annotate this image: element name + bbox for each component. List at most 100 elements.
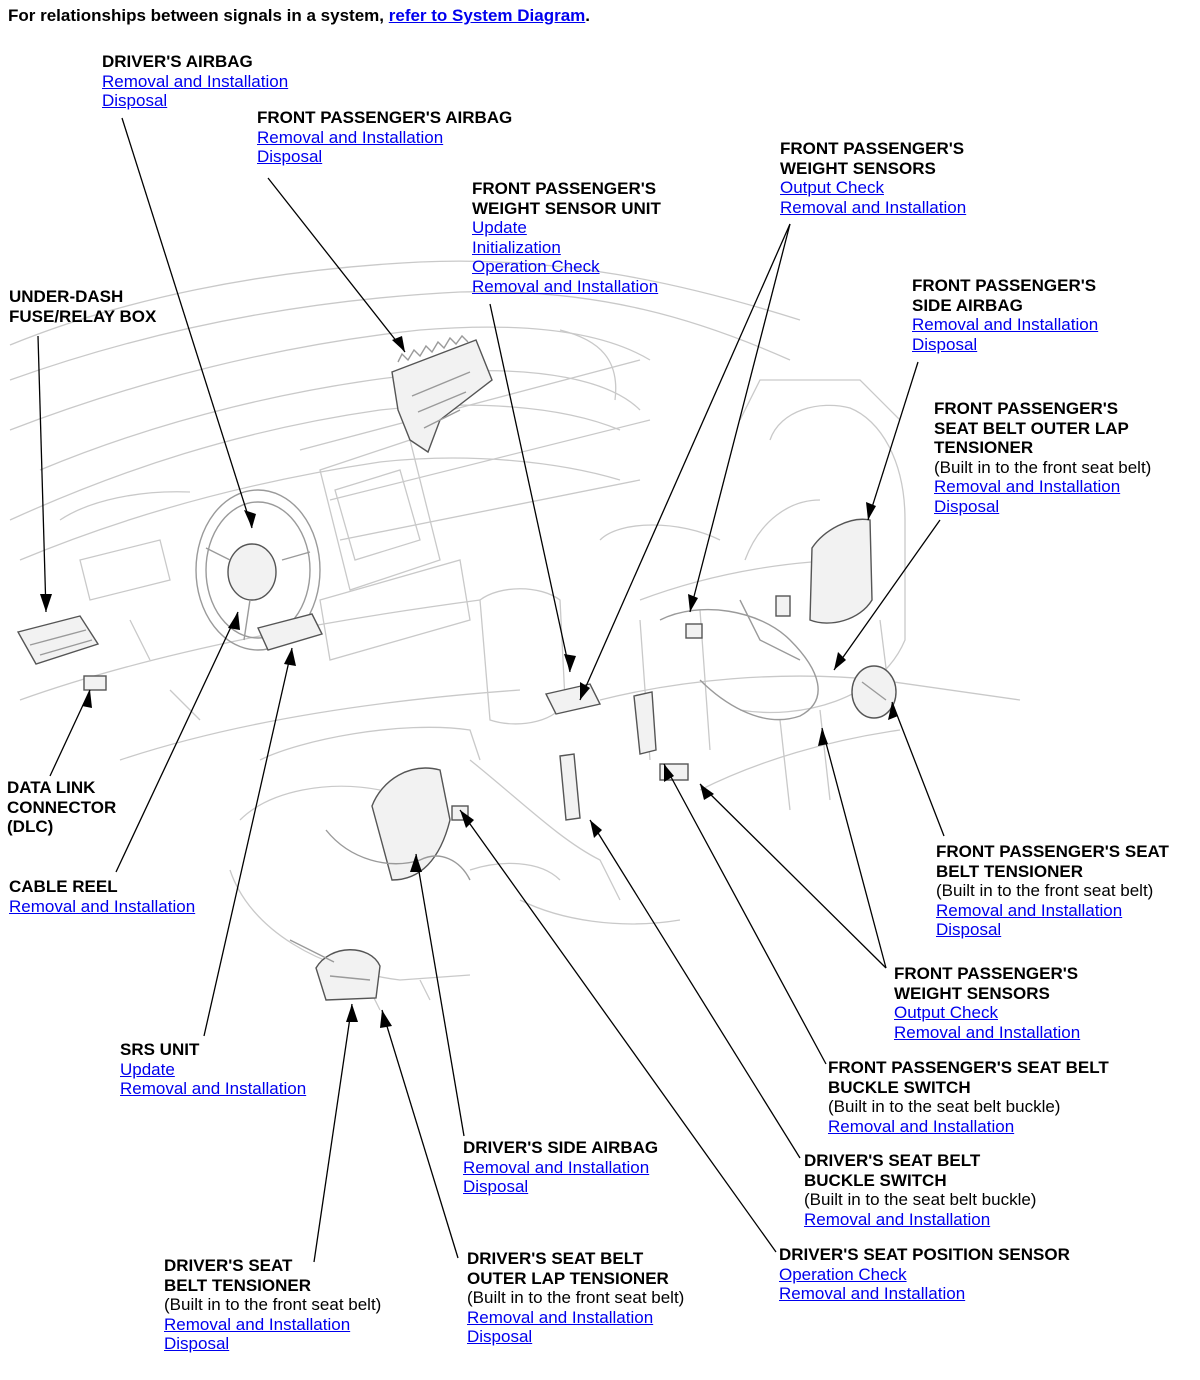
passenger-side-airbag-drawing <box>809 518 873 624</box>
passenger-outer-lap-title-line2: SEAT BELT OUTER LAP <box>934 418 1129 438</box>
srs-unit-update-link[interactable]: Update <box>120 1059 175 1079</box>
drivers-belt-tensioner-disposal-link[interactable]: Disposal <box>164 1334 230 1353</box>
weight-sensors-top-title-line1: FRONT PASSENGER'S <box>780 139 965 158</box>
srs-unit-drawing <box>257 613 323 651</box>
weight-sensor-unit-initialization-link[interactable]: Initialization <box>472 237 561 257</box>
weight-sensor-unit-title-line2: WEIGHT SENSOR UNIT <box>472 198 661 218</box>
drivers-buckle-switch-title-line1: DRIVER'S SEAT BELT <box>804 1151 981 1170</box>
callout-drivers-buckle-switch: DRIVER'S SEAT BELT BUCKLE SWITCH (Built … <box>804 1151 1036 1229</box>
weight-sensors-bottom-output-check-link[interactable]: Output Check <box>894 1003 998 1022</box>
callout-drivers-outer-lap-tensioner: DRIVER'S SEAT BELT OUTER LAP TENSIONER (… <box>467 1249 684 1347</box>
drivers-belt-tensioner-removal-link[interactable]: Removal and Installation <box>164 1314 351 1334</box>
weight-sensor-unit-drawing <box>544 683 602 715</box>
drivers-outer-lap-disposal-link[interactable]: Disposal <box>467 1327 533 1346</box>
passenger-belt-tensioner-disposal-link[interactable]: Disposal <box>936 920 1002 939</box>
passenger-outer-lap-note: (Built in to the front seat belt) <box>934 457 1152 477</box>
drivers-seat-position-operation-check-link[interactable]: Operation Check <box>779 1264 907 1284</box>
drivers-outer-lap-note: (Built in to the front seat belt) <box>467 1288 685 1307</box>
weight-sensor-unit-update-link[interactable]: Update <box>472 218 527 237</box>
callout-passenger-buckle-switch: FRONT PASSENGER'S SEAT BELT BUCKLE SWITC… <box>828 1058 1109 1136</box>
callout-dlc: DATA LINK CONNECTOR (DLC) <box>7 778 116 837</box>
srs-unit-title: SRS UNIT <box>120 1040 200 1059</box>
dlc-title-line1: DATA LINK <box>7 778 96 797</box>
cable-reel-removal-link[interactable]: Removal and Installation <box>9 896 196 916</box>
weight-sensors-top-output-check-link[interactable]: Output Check <box>780 178 884 197</box>
srs-unit-removal-link[interactable]: Removal and Installation <box>120 1079 307 1098</box>
callout-drivers-airbag: DRIVER'S AIRBAG Removal and Installation… <box>102 52 288 111</box>
passenger-belt-tensioner-note: (Built in to the front seat belt) <box>936 881 1154 900</box>
dlc-title-line3: (DLC) <box>7 817 54 836</box>
drivers-buckle-switch-removal-link[interactable]: Removal and Installation <box>804 1209 991 1229</box>
buckle-drawings <box>559 691 689 821</box>
front-passengers-airbag-removal-link[interactable]: Removal and Installation <box>257 127 444 147</box>
drivers-side-airbag-removal-link[interactable]: Removal and Installation <box>463 1157 650 1177</box>
drivers-buckle-switch-note: (Built in to the seat belt buckle) <box>804 1190 1037 1209</box>
intro-period: . <box>585 6 591 25</box>
callout-passenger-side-airbag: FRONT PASSENGER'S SIDE AIRBAG Removal an… <box>912 276 1098 354</box>
passenger-seat-harness-drawing <box>659 595 819 721</box>
weight-sensors-bottom-title-line2: WEIGHT SENSORS <box>894 983 1050 1003</box>
callout-weight-sensor-unit: FRONT PASSENGER'S WEIGHT SENSOR UNIT Upd… <box>472 179 661 296</box>
passenger-belt-tensioner-title-line1: FRONT PASSENGER'S SEAT <box>936 842 1169 861</box>
drivers-side-airbag-title: DRIVER'S SIDE AIRBAG <box>463 1138 659 1157</box>
driver-belt-tensioner-drawing <box>289 939 381 1001</box>
intro-line: For relationships between signals in a s… <box>8 6 590 26</box>
passenger-buckle-switch-removal-link[interactable]: Removal and Installation <box>828 1116 1015 1136</box>
passenger-airbag-drawing <box>391 334 493 454</box>
passenger-buckle-switch-note: (Built in to the seat belt buckle) <box>828 1097 1061 1116</box>
drivers-side-airbag-disposal-link[interactable]: Disposal <box>463 1177 529 1196</box>
callout-srs-unit: SRS UNIT Update Removal and Installation <box>120 1040 306 1099</box>
weight-sensors-top-removal-link[interactable]: Removal and Installation <box>780 197 967 217</box>
drivers-airbag-disposal-link[interactable]: Disposal <box>102 91 168 110</box>
drivers-belt-tensioner-title-line2: BELT TENSIONER <box>164 1275 312 1295</box>
vehicle-interior-line-art <box>9 260 1021 1011</box>
weight-sensor-unit-title-line1: FRONT PASSENGER'S <box>472 179 657 198</box>
drivers-belt-tensioner-title-line1: DRIVER'S SEAT <box>164 1256 293 1275</box>
passenger-side-airbag-title-line2: SIDE AIRBAG <box>912 295 1023 315</box>
cable-reel-title: CABLE REEL <box>9 877 118 896</box>
callout-drivers-seat-position-sensor: DRIVER'S SEAT POSITION SENSOR Operation … <box>779 1245 1070 1304</box>
passenger-buckle-switch-title-line2: BUCKLE SWITCH <box>828 1077 971 1097</box>
weight-sensor-unit-removal-link[interactable]: Removal and Installation <box>472 276 659 296</box>
callout-under-dash-fuse-box: UNDER-DASH FUSE/RELAY BOX <box>9 287 156 326</box>
drivers-buckle-switch-title-line2: BUCKLE SWITCH <box>804 1170 947 1190</box>
passenger-side-airbag-title-line1: FRONT PASSENGER'S <box>912 276 1097 295</box>
front-passengers-airbag-disposal-link[interactable]: Disposal <box>257 147 323 166</box>
drivers-outer-lap-removal-link[interactable]: Removal and Installation <box>467 1307 654 1327</box>
passenger-belt-tensioner-removal-link[interactable]: Removal and Installation <box>936 900 1123 920</box>
leader-lines <box>37 117 945 1263</box>
system-diagram-link[interactable]: refer to System Diagram <box>388 6 586 25</box>
callout-drivers-side-airbag: DRIVER'S SIDE AIRBAG Removal and Install… <box>463 1138 658 1197</box>
intro-text: For relationships between signals in a s… <box>8 6 385 25</box>
callout-front-passengers-airbag: FRONT PASSENGER'S AIRBAG Removal and Ins… <box>257 108 512 167</box>
leader-arrowheads <box>40 336 898 1028</box>
weight-sensors-top-title-line2: WEIGHT SENSORS <box>780 158 936 178</box>
under-dash-fuse-box-drawing <box>16 615 100 665</box>
drivers-airbag-title: DRIVER'S AIRBAG <box>102 52 253 71</box>
passenger-outer-lap-removal-link[interactable]: Removal and Installation <box>934 477 1121 496</box>
callout-cable-reel: CABLE REEL Removal and Installation <box>9 877 195 916</box>
driver-side-airbag-drawing <box>325 767 471 881</box>
passenger-side-airbag-disposal-link[interactable]: Disposal <box>912 334 978 354</box>
callout-passenger-outer-lap-tensioner: FRONT PASSENGER'S SEAT BELT OUTER LAP TE… <box>934 399 1151 516</box>
steering-wheel <box>195 489 321 651</box>
passenger-outer-lap-title-line1: FRONT PASSENGER'S <box>934 399 1119 418</box>
under-dash-title-line1: UNDER-DASH <box>9 287 124 306</box>
weight-sensors-bottom-removal-link[interactable]: Removal and Installation <box>894 1022 1081 1042</box>
callout-weight-sensors-bottom: FRONT PASSENGER'S WEIGHT SENSORS Output … <box>894 964 1080 1042</box>
drivers-seat-position-title: DRIVER'S SEAT POSITION SENSOR <box>779 1245 1070 1264</box>
passenger-buckle-switch-title-line1: FRONT PASSENGER'S SEAT BELT <box>828 1058 1109 1077</box>
drivers-outer-lap-title-line2: OUTER LAP TENSIONER <box>467 1268 669 1288</box>
passenger-outer-lap-disposal-link[interactable]: Disposal <box>934 496 1000 516</box>
weight-sensors-bottom-title-line1: FRONT PASSENGER'S <box>894 964 1079 983</box>
passenger-outer-lap-title-line3: TENSIONER <box>934 438 1034 457</box>
front-passengers-airbag-title: FRONT PASSENGER'S AIRBAG <box>257 108 513 127</box>
drivers-seat-position-removal-link[interactable]: Removal and Installation <box>779 1284 966 1303</box>
callout-weight-sensors-top: FRONT PASSENGER'S WEIGHT SENSORS Output … <box>780 139 966 217</box>
passenger-side-airbag-removal-link[interactable]: Removal and Installation <box>912 315 1099 334</box>
drivers-airbag-removal-link[interactable]: Removal and Installation <box>102 71 289 91</box>
drivers-belt-tensioner-note: (Built in to the front seat belt) <box>164 1295 382 1314</box>
weight-sensor-unit-operation-check-link[interactable]: Operation Check <box>472 257 600 276</box>
dlc-title-line2: CONNECTOR <box>7 797 117 817</box>
